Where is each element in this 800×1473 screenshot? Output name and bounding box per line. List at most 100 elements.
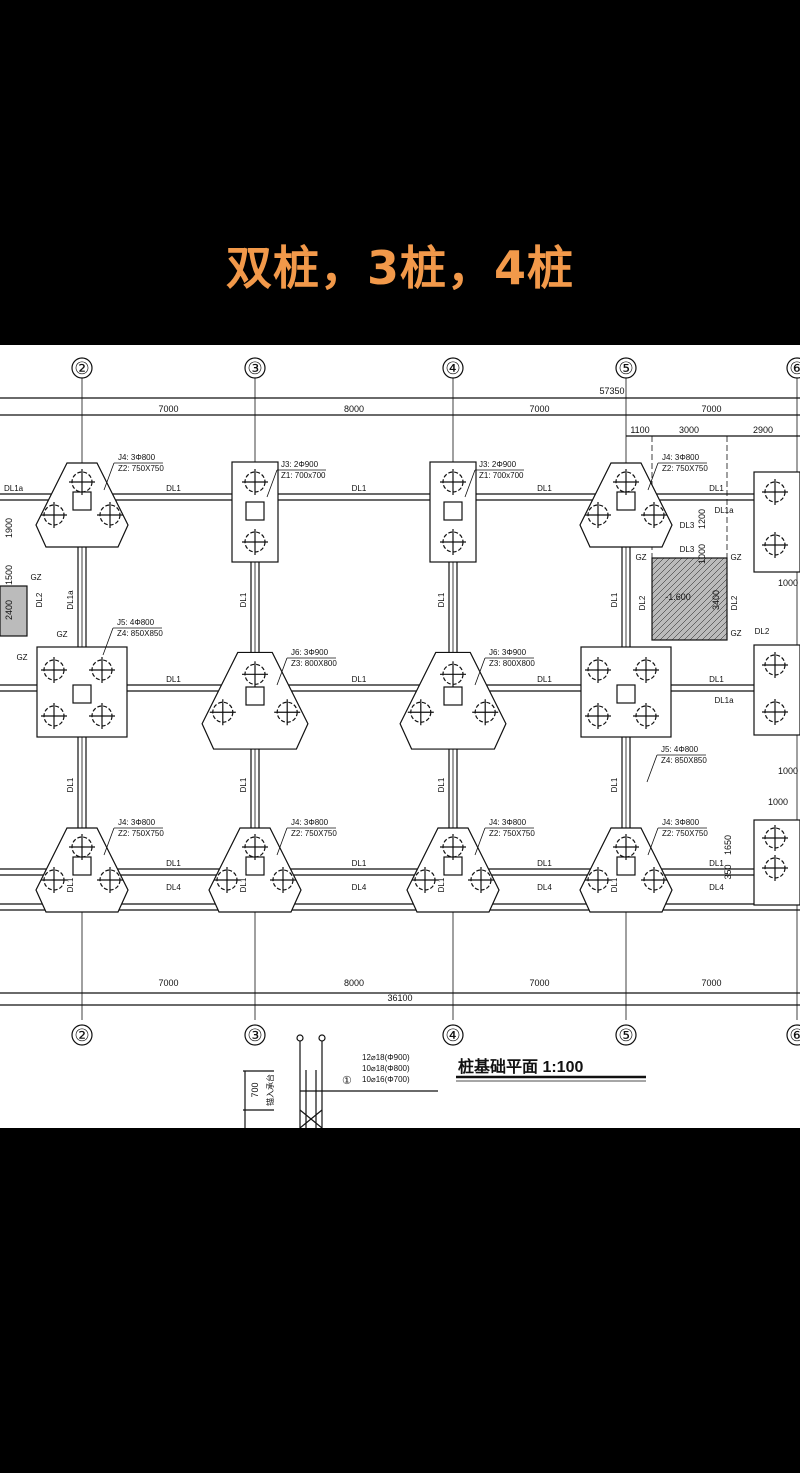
hatch-line: [651, 557, 689, 595]
beam-label-dl1: DL1: [166, 859, 181, 868]
column-label-gz: GZ: [730, 629, 741, 638]
leader-line: [474, 657, 486, 686]
rebar-note: 12⌀18(Φ900): [362, 1053, 410, 1062]
beam-label: DL1: [437, 592, 446, 607]
beam-label-dl1: DL1: [352, 859, 367, 868]
sub-span-dimension: 3000: [679, 425, 699, 435]
column-label-gz: GZ: [56, 630, 67, 639]
axis-bubble: [71, 357, 93, 379]
cap-note: Z2: 750X750: [662, 464, 708, 473]
hatch-line: [651, 557, 701, 607]
drawing-title: 桩基础平面 1:100: [458, 1057, 583, 1076]
span-dimension: 7000: [701, 404, 721, 414]
cap-note: Z1: 700x700: [479, 471, 524, 480]
triangular-pile-cap: [399, 651, 507, 750]
overall-dimension: 57350: [599, 386, 624, 396]
beam-label-dl1: DL1: [166, 675, 181, 684]
leader-line: [276, 827, 288, 856]
span-dimension: 7000: [158, 404, 178, 414]
axis-bubble: [615, 1024, 637, 1046]
rebar-marker-label: ①: [342, 1075, 352, 1087]
span-dimension: 7000: [529, 978, 549, 988]
span-dimension: 7000: [701, 978, 721, 988]
cap-note: J4: 3Φ800: [662, 453, 700, 462]
cap-note: J3: 2Φ900: [281, 460, 319, 469]
span-dimension: 8000: [344, 404, 364, 414]
column-label-gz: GZ: [635, 553, 646, 562]
beam-label-dl1a: DL1a: [714, 506, 734, 515]
column-stub: [443, 856, 463, 876]
column-stub: [245, 686, 265, 706]
cap-note: Z3: 800X800: [291, 659, 337, 668]
axis-label: ②: [74, 359, 89, 378]
beam-label-dl1a: DL1a: [4, 484, 24, 493]
column-stub: [616, 856, 636, 876]
beam-label-dl1: DL1: [352, 484, 367, 493]
column-stub: [443, 686, 463, 706]
hatch-line: [651, 557, 665, 571]
hatch-line: [689, 602, 728, 641]
triangular-pile-cap: [35, 827, 129, 913]
leader-line: [103, 827, 115, 856]
dimension: 1200: [697, 509, 707, 529]
dimension: 1900: [4, 518, 14, 538]
column-label-gz: GZ: [16, 653, 27, 662]
cap-note: J4: 3Φ800: [489, 818, 527, 827]
detail-dimension: 700: [250, 1082, 260, 1097]
beam-label: DL1: [610, 777, 619, 792]
beam-label: DL1: [610, 592, 619, 607]
axis-bubble: [244, 1024, 266, 1046]
leader-line: [647, 462, 659, 491]
dimension: 1000: [768, 797, 788, 807]
leader-line: [647, 827, 659, 856]
beam-label-dl2: DL2: [638, 595, 647, 610]
beam-label: DL1: [610, 877, 619, 892]
beam-label-dl1: DL1: [537, 484, 552, 493]
dimension: 350: [723, 864, 733, 879]
beam-label-dl4: DL4: [166, 883, 181, 892]
beam-label: DL1: [239, 592, 248, 607]
triangular-pile-cap: [201, 651, 309, 750]
axis-label: ⑥: [789, 1026, 800, 1045]
column-label-gz: GZ: [730, 553, 741, 562]
cap-note: Z2: 750X750: [118, 829, 164, 838]
triangular-pile-cap: [208, 827, 302, 913]
dimension: 2400: [4, 600, 14, 620]
leader-line: [266, 469, 278, 498]
beam-label-dl1: DL1: [537, 859, 552, 868]
triangular-pile-cap: [406, 827, 500, 913]
axis-bubble: [442, 1024, 464, 1046]
span-dimension: 7000: [158, 978, 178, 988]
hatch-line: [651, 560, 728, 637]
triangular-pile-cap: [35, 462, 129, 548]
sunken-pit-left: [0, 585, 28, 637]
hatch-line: [659, 572, 728, 641]
cap-note: Z2: 750X750: [118, 464, 164, 473]
hatch-line: [651, 557, 713, 619]
hatch-line: [665, 578, 728, 641]
column-stub: [616, 684, 636, 704]
beam-label-dl1: DL1: [166, 484, 181, 493]
hatch-line: [651, 557, 707, 613]
column-stub: [72, 491, 92, 511]
hatch-line: [695, 608, 728, 641]
cap-note: J4: 3Φ800: [118, 818, 156, 827]
pit-level-label: -1.600: [665, 592, 691, 602]
cap-note: Z2: 750X750: [291, 829, 337, 838]
hatch-line: [671, 584, 728, 641]
dimension: 1000: [778, 578, 798, 588]
video-caption: 双桩，3桩，4桩: [225, 241, 574, 295]
beam-label: DL1: [437, 877, 446, 892]
dimension: 1000: [778, 766, 798, 776]
beam-label-dl2: DL2: [755, 627, 770, 636]
rebar-spiral: [299, 1109, 323, 1129]
axis-bubble: [615, 357, 637, 379]
cap-note: J4: 3Φ800: [291, 818, 329, 827]
beam-label-dl1: DL1: [352, 675, 367, 684]
cap-note: J4: 3Φ800: [662, 818, 700, 827]
beam-label-dl1: DL1: [709, 675, 724, 684]
column-stub: [245, 856, 265, 876]
hatch-line: [725, 638, 728, 641]
hatch-line: [653, 566, 728, 641]
